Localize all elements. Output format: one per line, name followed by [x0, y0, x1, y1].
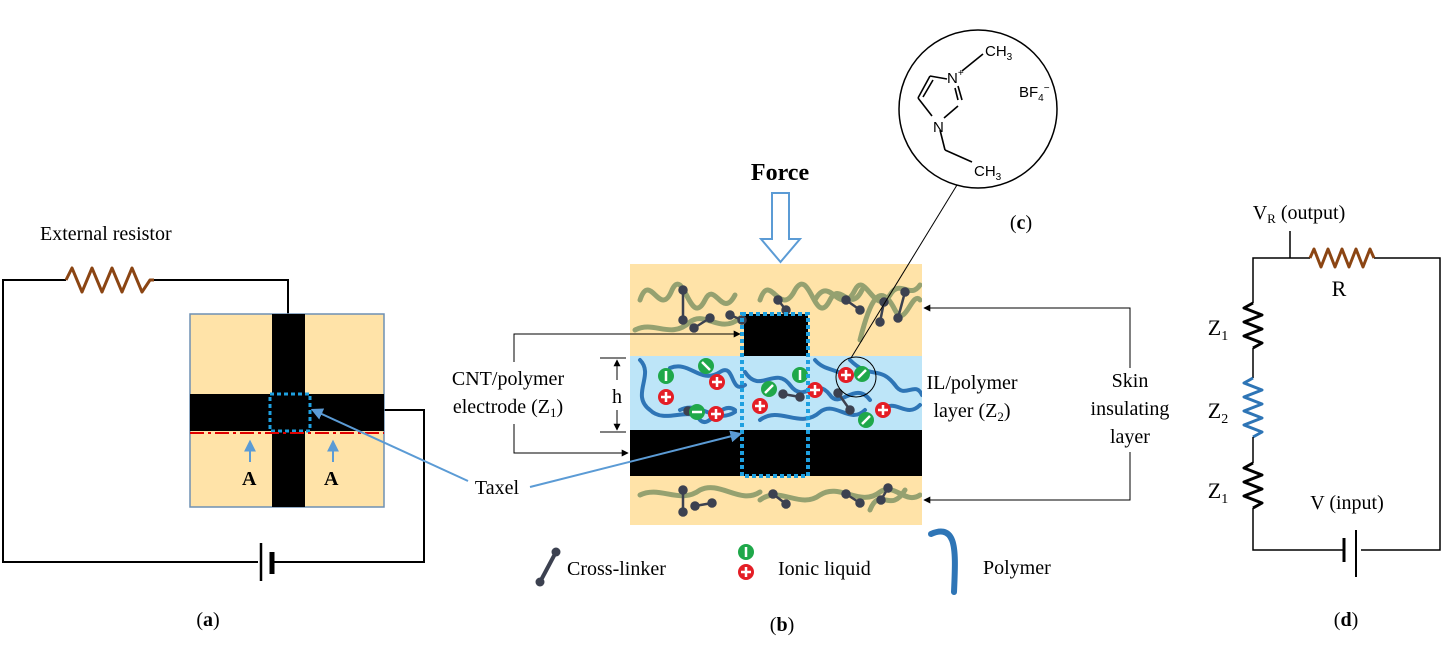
- zoom-circle-small: [835, 356, 877, 398]
- legend-crosslinker: Cross-linker: [535, 547, 666, 587]
- anion-6: [854, 366, 870, 382]
- r-label: R: [1332, 276, 1347, 301]
- anion-3: [689, 404, 705, 420]
- anion-5: [792, 367, 808, 383]
- imidazolium-ring: [917, 53, 984, 163]
- top-electrode: [744, 314, 808, 356]
- vr-label: VR (output): [1253, 202, 1346, 226]
- nitrogen-cation: N+: [947, 68, 964, 87]
- legend-ionic: Ionic liquid: [738, 544, 871, 580]
- force-arrow: [758, 192, 803, 264]
- ions-in-layer: [658, 358, 891, 428]
- wire-top-left: [1252, 257, 1310, 303]
- skin-leader-top: [923, 304, 1131, 368]
- electrode-leader-bottom: [513, 424, 629, 457]
- circuit-wire-right: [274, 409, 425, 563]
- crosslinker-icon: [535, 577, 545, 587]
- v-input-label: V (input): [1310, 492, 1384, 514]
- legend-crosslinker-label: Cross-linker: [567, 558, 666, 580]
- z2-zigzag: [1242, 376, 1264, 439]
- zoom-connector: [850, 184, 958, 359]
- legend-polymer: Polymer: [928, 528, 1051, 595]
- skin-label-line1: Skin: [1112, 370, 1149, 392]
- taxel-outline-b: [740, 312, 810, 478]
- circuit-wire-left: [2, 279, 258, 563]
- crosslinkers-bottom: [678, 483, 893, 517]
- methyl-top: CH3: [985, 43, 1013, 63]
- panel-a: External resistor A A (a): [2, 223, 425, 631]
- wire-bottom-left: [1252, 508, 1344, 551]
- z1-bottom-label: Z1: [1208, 478, 1228, 507]
- anion-bf4: BF4−: [1019, 83, 1050, 104]
- methyl-bottom: CH3: [974, 163, 1002, 183]
- z1-top-label: Z1: [1208, 315, 1228, 344]
- cation-2: [709, 374, 725, 390]
- anion-2: [698, 358, 714, 374]
- cation-6: [838, 367, 854, 383]
- panel-d: VR (output) R Z1 Z2 Z1 V (input) (d): [1208, 202, 1441, 631]
- nitrogen-lower: N: [933, 119, 944, 136]
- caption-a: (a): [196, 609, 219, 631]
- cation-7: [875, 402, 891, 418]
- legend-polymer-label: Polymer: [983, 557, 1051, 579]
- zoom-circle-large: [898, 29, 1058, 189]
- il-label-line2: layer (Z2): [933, 400, 1010, 424]
- external-resistor-label: External resistor: [40, 223, 172, 245]
- il-label-line1: IL/polymer: [926, 372, 1017, 394]
- z2-label: Z2: [1208, 398, 1228, 427]
- anion-4: [761, 381, 777, 397]
- horizontal-electrode-strip: [190, 394, 384, 431]
- anion-7: [858, 412, 874, 428]
- caption-d: (d): [1334, 609, 1358, 631]
- cation-3: [708, 406, 724, 422]
- taxel-outline-a: [268, 392, 312, 433]
- taxel-label: Taxel: [475, 477, 520, 499]
- taxel-arrow-a: [310, 408, 469, 482]
- h-label: h: [612, 386, 622, 408]
- electrode-label-line2: electrode (Z1): [453, 396, 563, 420]
- cation-4: [752, 398, 768, 414]
- wire-right: [1361, 257, 1441, 551]
- caption-c: (c): [1010, 212, 1032, 234]
- polymer-icon: [928, 528, 958, 595]
- section-mark-left: A: [242, 468, 257, 490]
- cation-1: [658, 389, 674, 405]
- force-label: Force: [751, 160, 810, 186]
- taxel-arrow-b: [529, 430, 743, 488]
- caption-b: (b): [770, 614, 794, 636]
- electrode-label-line1: CNT/polymer: [452, 368, 565, 390]
- cation-5: [807, 382, 823, 398]
- skin-label-line3: layer: [1110, 426, 1150, 448]
- anion-1: [658, 368, 674, 384]
- resistor-r-zigzag: [1308, 247, 1376, 269]
- external-resistor-zigzag: [64, 266, 154, 294]
- circuit-wire-top: [154, 279, 289, 314]
- legend-ionic-label: Ionic liquid: [778, 558, 871, 580]
- panel-c: CH3 N+ N CH3 BF4− (c): [898, 29, 1058, 234]
- section-mark-right: A: [324, 468, 339, 490]
- bottom-electrode: [630, 430, 922, 476]
- z1-bottom-zigzag: [1242, 461, 1264, 510]
- panel-b: Force: [310, 160, 1170, 636]
- skin-leader-bottom: [923, 452, 1131, 504]
- skin-label-line2: insulating: [1091, 398, 1170, 420]
- electrode-leader-top: [513, 330, 741, 362]
- z1-top-zigzag: [1242, 301, 1264, 350]
